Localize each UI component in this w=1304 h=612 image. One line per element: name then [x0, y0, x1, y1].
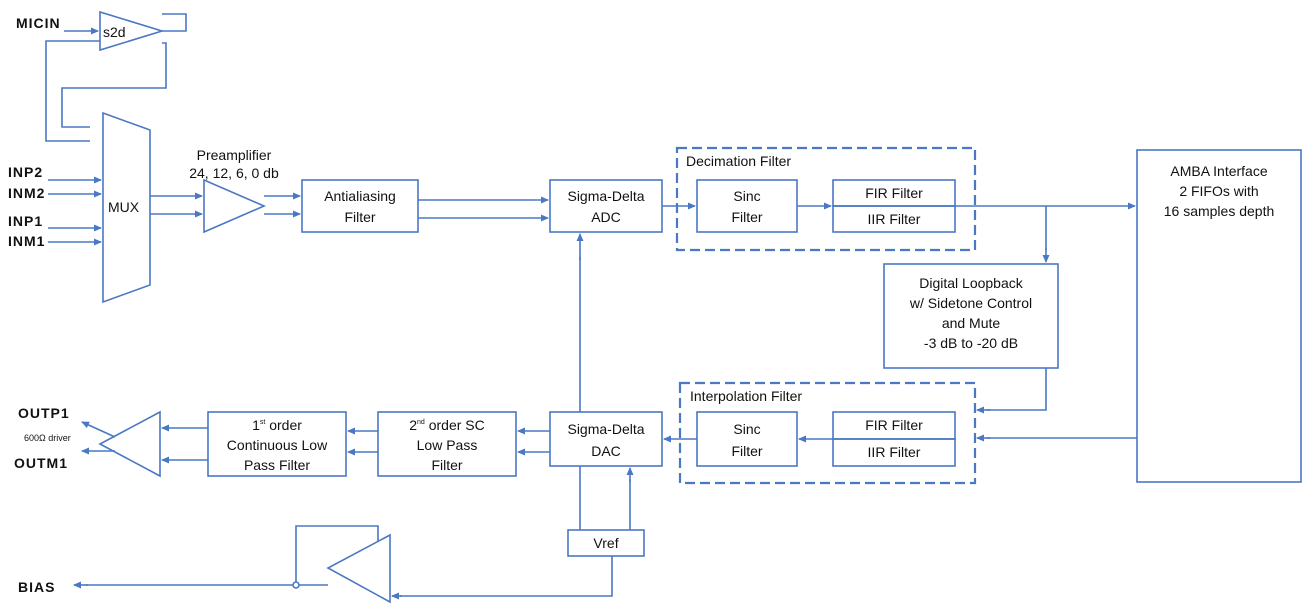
outp1-label: OUTP1 — [18, 405, 70, 421]
vref-block — [567, 529, 645, 557]
interpolation-fir-label: FIR Filter — [865, 417, 923, 433]
bias-buffer-feedback-wire — [295, 525, 379, 585]
sc-filter-title-rest: order SC — [425, 417, 485, 433]
dac-label-line2: DAC — [591, 443, 621, 459]
decimation-sinc-label-line1: Sinc — [733, 188, 760, 204]
bias-label: BIAS — [18, 579, 55, 595]
mux-block — [102, 111, 151, 304]
s2d-amplifier — [99, 10, 165, 52]
cont-filter-title-rest: order — [265, 417, 302, 433]
inp2-label: INP2 — [8, 164, 43, 180]
adc-label-line2: ADC — [591, 209, 621, 225]
cont-filter-label-line1: 1st order — [252, 417, 302, 433]
dac-label-line1: Sigma-Delta — [567, 421, 644, 437]
inm2-label: INM2 — [8, 185, 45, 201]
interpolation-iir-label: IIR Filter — [868, 444, 921, 460]
driver-label: 600Ω driver — [24, 433, 71, 443]
amba-label-line2: 2 FIFOs with — [1179, 183, 1258, 199]
sigma-delta-dac-block — [549, 411, 663, 467]
s2d-label: s2d — [103, 24, 126, 40]
inp1-label: INP1 — [8, 213, 43, 229]
antialiasing-label-line1: Antialiasing — [324, 188, 396, 204]
antialiasing-label-line2: Filter — [344, 209, 375, 225]
s2d-to-mux-wire-a — [45, 40, 100, 142]
sc-filter-label-line2: Low Pass — [417, 437, 478, 453]
continuous-low-pass-filter-block — [207, 411, 347, 477]
adc-label-line1: Sigma-Delta — [567, 188, 644, 204]
preamplifier-gains: 24, 12, 6, 0 db — [189, 165, 279, 181]
decimation-iir-label: IIR Filter — [868, 211, 921, 227]
decimation-filter-group — [675, 146, 977, 252]
s2d-to-mux-wire-b — [61, 42, 167, 128]
outm1-label: OUTM1 — [14, 455, 68, 471]
sc-filter-label-line1: 2nd order SC — [409, 417, 485, 433]
vref-to-bias-buffer-wire — [400, 556, 613, 597]
loopback-label-line2: w/ Sidetone Control — [909, 295, 1032, 311]
mux-label: MUX — [108, 199, 140, 215]
output-driver — [98, 410, 161, 478]
cont-filter-order-suffix: st — [260, 419, 266, 426]
sc-low-pass-filter-block — [377, 411, 517, 477]
digital-loopback-block — [883, 263, 1059, 369]
bias-buffer — [326, 533, 391, 604]
loopback-to-interpolation-wire — [987, 368, 1047, 411]
amba-label-line1: AMBA Interface — [1170, 163, 1267, 179]
decimation-sinc-label-line2: Filter — [731, 209, 762, 225]
decimation-title: Decimation Filter — [686, 153, 791, 169]
interpolation-filter-group — [678, 381, 977, 485]
cont-filter-label-line2: Continuous Low — [227, 437, 328, 453]
amba-interface-block — [1136, 149, 1302, 483]
sc-filter-order-suffix: nd — [417, 419, 425, 426]
cont-filter-label-line3: Pass Filter — [244, 457, 310, 473]
s2d-feedback-wire — [162, 13, 187, 32]
inm1-label: INM1 — [8, 233, 45, 249]
loopback-label-line3: and Mute — [942, 315, 1001, 331]
bias-node — [292, 581, 300, 589]
loopback-label-line4: -3 dB to -20 dB — [924, 335, 1018, 351]
antialiasing-filter-block — [301, 179, 419, 233]
interpolation-title: Interpolation Filter — [690, 388, 802, 404]
interpolation-sinc-label-line1: Sinc — [733, 421, 760, 437]
amba-label-line3: 16 samples depth — [1164, 203, 1275, 219]
vref-label: Vref — [593, 535, 618, 551]
cont-filter-order: 1 — [252, 417, 260, 433]
decimation-iir-filter-block — [832, 205, 956, 233]
sc-filter-label-line3: Filter — [431, 457, 462, 473]
sc-filter-order: 2 — [409, 417, 417, 433]
interpolation-sinc-label-line2: Filter — [731, 443, 762, 459]
outp1-wire — [81, 421, 116, 438]
interpolation-iir-filter-block — [832, 438, 956, 467]
preamplifier-title: Preamplifier — [197, 147, 272, 163]
loopback-label-line1: Digital Loopback — [919, 275, 1024, 291]
micin-label: MICIN — [16, 15, 61, 31]
preamplifier — [203, 178, 267, 234]
decimation-fir-label: FIR Filter — [865, 185, 923, 201]
